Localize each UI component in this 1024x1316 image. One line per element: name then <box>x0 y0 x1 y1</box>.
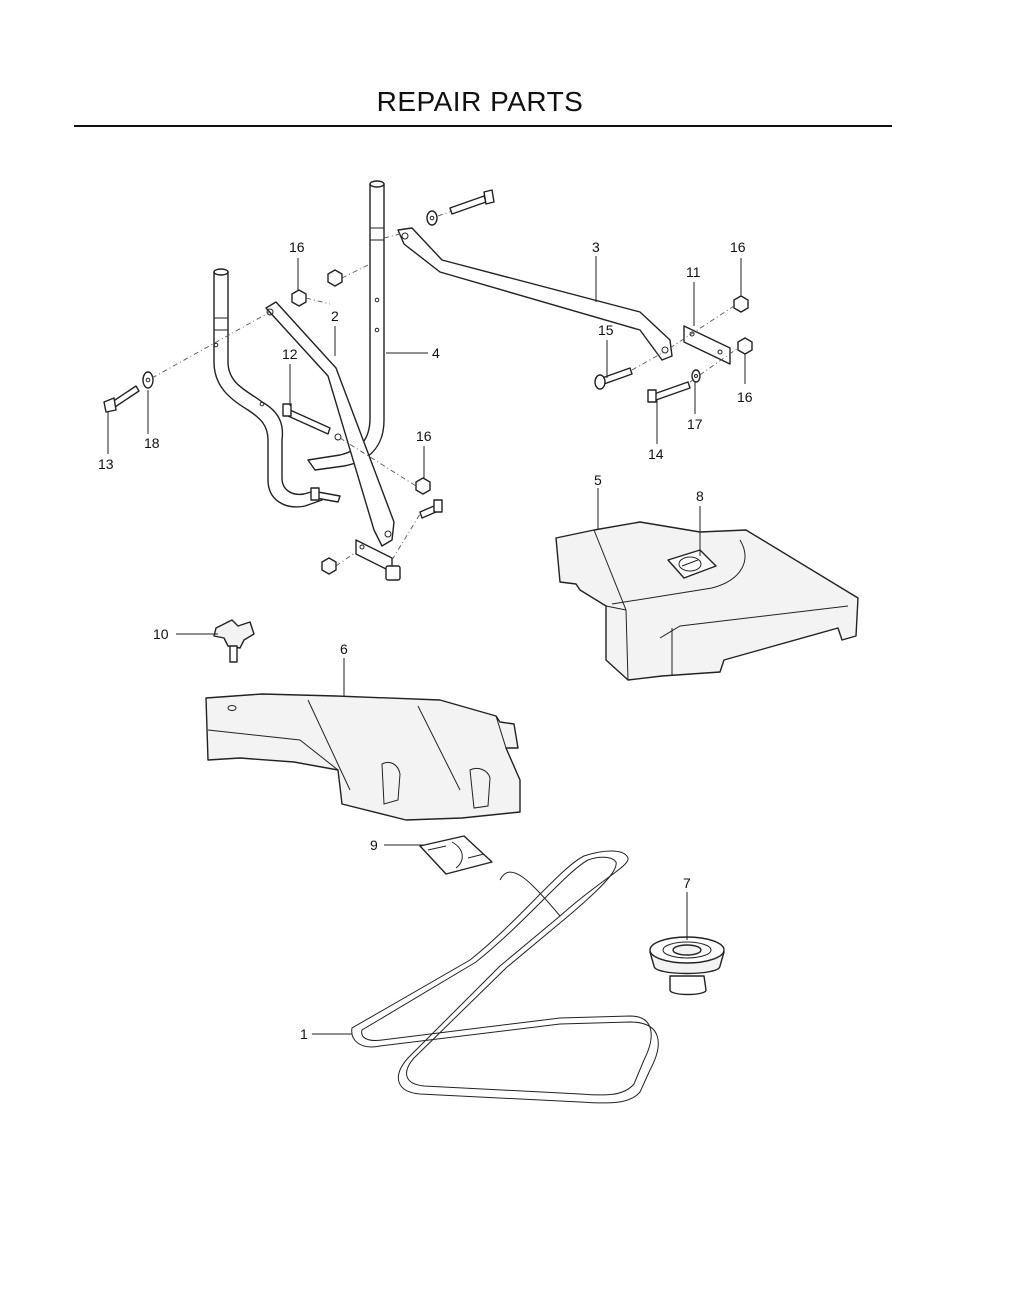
washer-18 <box>142 371 154 389</box>
decal-9 <box>419 835 493 875</box>
bolt-13 <box>103 385 140 413</box>
callout-9: 9 <box>370 837 378 853</box>
brace-bar-2 <box>265 301 395 547</box>
callout-6: 6 <box>340 641 348 657</box>
bolt-lower-left <box>310 487 341 503</box>
callout-17: 17 <box>687 416 703 432</box>
assembly-axis-lines <box>151 210 739 567</box>
title-divider <box>74 125 892 127</box>
callout-13: 13 <box>98 456 114 472</box>
callout-16b: 16 <box>416 428 432 444</box>
pulley-7 <box>649 936 725 996</box>
belt-cover-6 <box>205 693 521 821</box>
callout-16c: 16 <box>730 239 746 255</box>
bolt-lower-right <box>419 499 443 519</box>
callout-2: 2 <box>331 308 339 324</box>
nut-left-top <box>327 269 343 287</box>
nut-16-b <box>415 477 431 495</box>
callout-1: 1 <box>300 1026 308 1042</box>
callout-12: 12 <box>282 346 298 362</box>
nut-16-d <box>737 337 753 355</box>
v-belt-1 <box>351 850 659 1104</box>
nut-16-c <box>733 295 749 313</box>
page-title: REPAIR PARTS <box>376 86 584 117</box>
callout-10: 10 <box>153 626 169 642</box>
nut-bottom <box>321 557 337 575</box>
nut-16-a <box>291 289 307 307</box>
bracket-plate-11 <box>683 325 731 365</box>
bolt-12 <box>282 403 331 435</box>
callout-11: 11 <box>686 264 701 280</box>
callout-14: 14 <box>648 446 664 462</box>
callout-7: 7 <box>683 875 691 891</box>
bolt-14 <box>647 381 691 403</box>
callout-3: 3 <box>592 239 600 255</box>
callout-8: 8 <box>696 488 704 504</box>
knob-10 <box>213 619 255 663</box>
callout-16d: 16 <box>737 389 753 405</box>
belt-cover-5 <box>555 521 859 681</box>
callout-5: 5 <box>594 472 602 488</box>
callout-labels: 16 2 12 4 18 13 16 3 16 11 15 16 17 14 5… <box>98 239 753 1042</box>
callout-leaders <box>107 256 746 1035</box>
link-rod-3 <box>397 227 673 361</box>
bolt-bottom-bracket <box>385 565 401 581</box>
callout-15: 15 <box>598 322 614 338</box>
handle-tube-4 <box>307 180 385 471</box>
callout-4: 4 <box>432 345 440 361</box>
callout-16a: 16 <box>289 239 305 255</box>
washer-top <box>426 210 438 226</box>
pin-15 <box>594 367 633 390</box>
bolt-top <box>449 189 495 215</box>
decal-8 <box>667 549 717 579</box>
callout-18: 18 <box>144 435 160 451</box>
handle-tube-left <box>213 268 323 508</box>
